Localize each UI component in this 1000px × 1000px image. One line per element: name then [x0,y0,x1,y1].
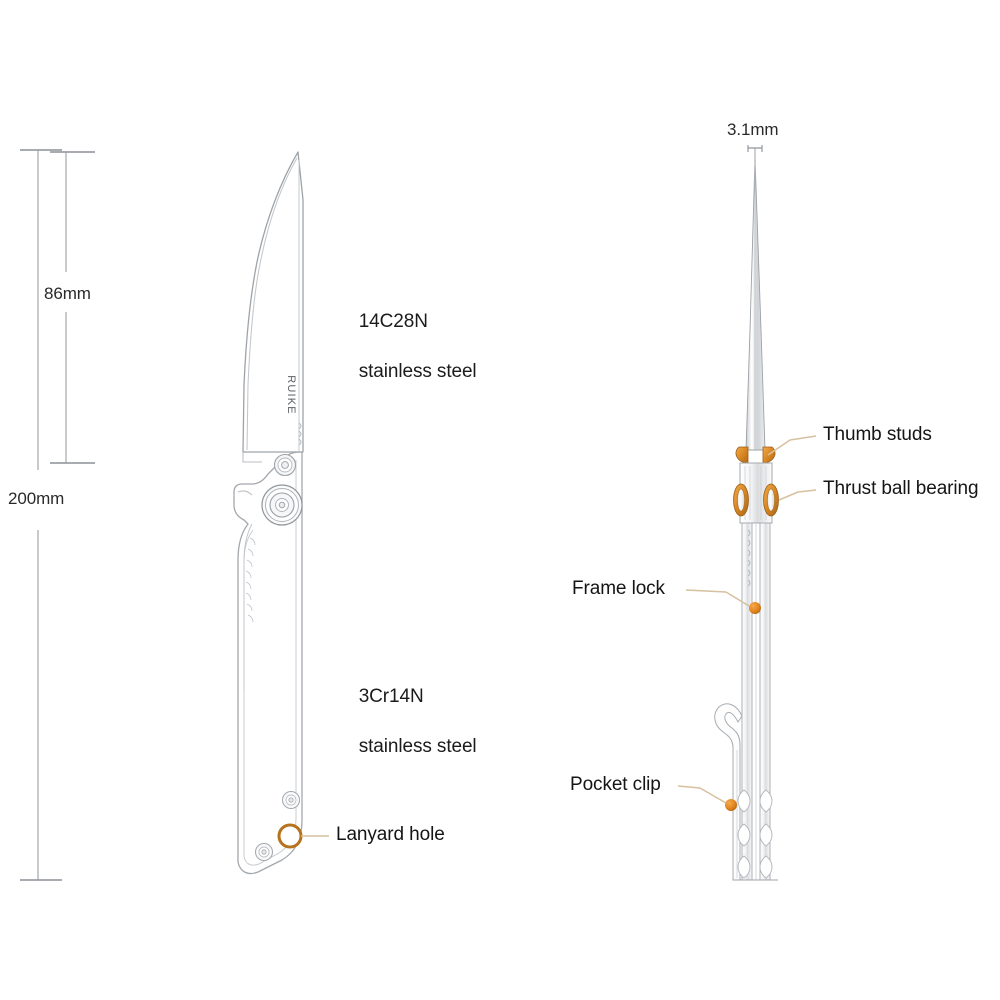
brand-mark-ruike: RUIKE [285,375,297,415]
blade-edge-profile [745,157,766,451]
blade-grind-line [246,157,298,451]
knife-edge-view [677,145,817,881]
callout-label-pocket-clip: Pocket clip [570,774,661,795]
frame-lock-leader-h [685,589,727,593]
blade-thickness-dimension-label: 3.1mm [727,120,779,139]
handle-material-line1: 3Cr14N [358,686,424,707]
thumb-studs-leader-h [789,435,817,441]
blade-material-line2: stainless steel [358,361,477,382]
frame-lock-cut [243,523,253,690]
thrust-bearing-leader [778,491,799,501]
thrust-ball-bearing-marker [733,483,779,517]
blade-length-dimension-label: 86mm [44,284,91,303]
lanyard-hole-marker [277,823,303,849]
handle-cutouts [737,789,773,879]
blade-ricasso [242,452,262,463]
callout-label-lanyard-hole: Lanyard hole [336,824,445,845]
dimension-group-86mm [50,151,95,464]
body-screw-upper [281,790,301,810]
thumb-stud-side [273,453,297,477]
knife-side-view: RUIKE [233,151,329,875]
thumb-studs-leader [767,439,791,456]
thrust-bearing-leader-h [797,489,817,493]
handle-material-label: 3Cr14N stainless steel [338,659,477,784]
pocket-clip-leader [699,787,727,804]
handle-material-line2: stainless steel [358,736,477,757]
pivot-screw [261,484,303,526]
callout-label-frame-lock: Frame lock [572,578,665,599]
body-screw-lower [254,842,274,862]
lockbar-jimping [245,537,256,623]
blade-material-line1: 14C28N [358,311,428,332]
blade-material-label: 14C28N stainless steel [338,284,477,409]
callout-label-thrust-ball-bearing: Thrust ball bearing [823,478,979,499]
dimension-group-200mm [20,149,62,881]
finger-choil [237,490,253,496]
frame-lock-marker [749,602,761,614]
thickness-dimension [747,145,763,162]
frame-lock-leader [725,591,750,607]
callout-label-thumb-studs: Thumb studs [823,424,932,445]
pocket-clip [714,703,743,881]
overall-length-dimension-label: 200mm [8,489,65,508]
pocket-clip-marker [725,799,737,811]
lockbar-jimping-edge [747,529,751,587]
blade-outline [242,151,304,453]
handle-outline [233,451,303,875]
pocket-clip-leader-h [677,785,701,789]
